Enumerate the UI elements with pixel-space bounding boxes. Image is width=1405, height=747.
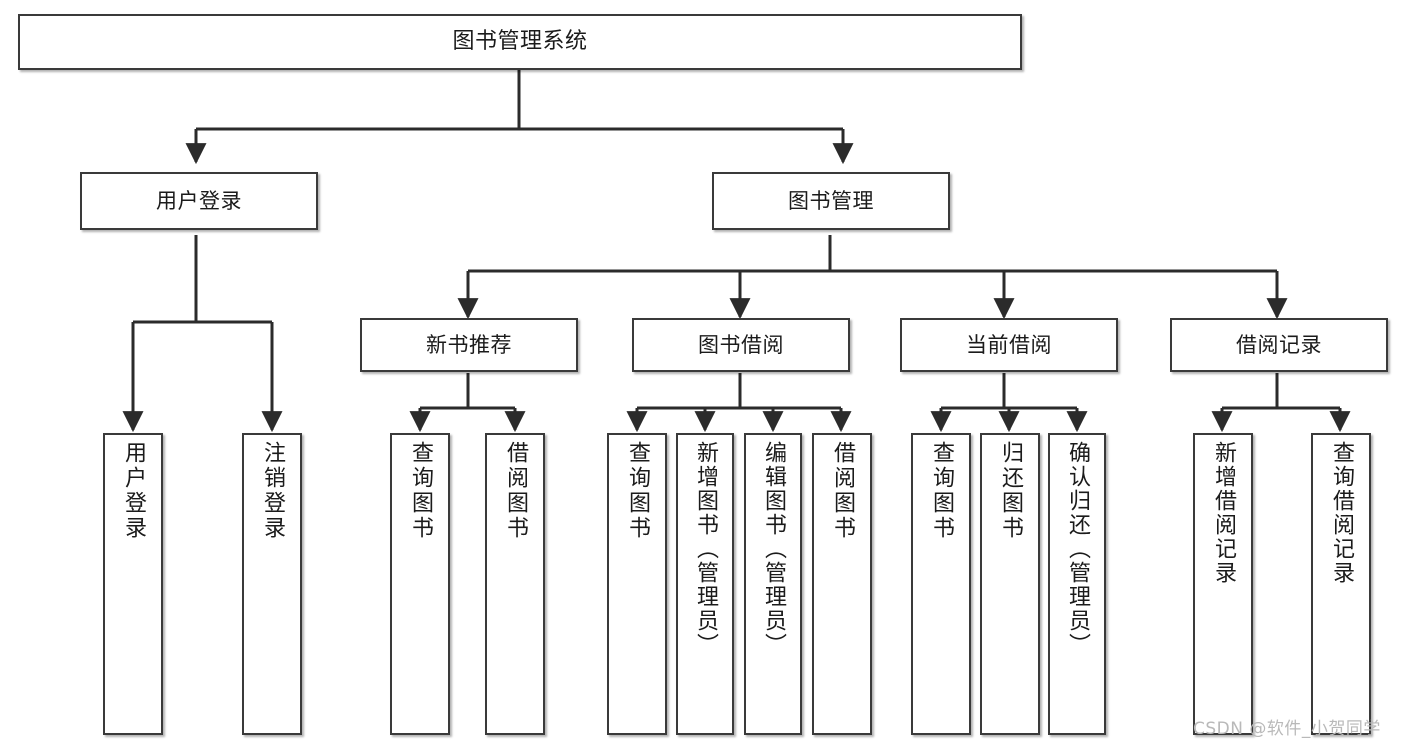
node-book-borrow[interactable]: 图书借阅 (632, 318, 850, 372)
node-new-book-rec[interactable]: 新书推荐 (360, 318, 578, 372)
node-leaf-query-book-1-label: 查询图书 (408, 441, 433, 541)
node-book-manage[interactable]: 图书管理 (712, 172, 950, 230)
node-leaf-query-book-3[interactable]: 查询图书 (911, 433, 971, 735)
node-leaf-add-record[interactable]: 新增借阅记录 (1193, 433, 1253, 735)
node-leaf-borrow-book-1-label: 借阅图书 (503, 441, 528, 541)
node-book-borrow-label: 图书借阅 (698, 332, 784, 357)
node-leaf-add-book[interactable]: 新增图书（管理员） (676, 433, 734, 735)
node-leaf-query-book-2-label: 查询图书 (625, 441, 650, 541)
node-leaf-return-book[interactable]: 归还图书 (980, 433, 1040, 735)
node-root[interactable]: 图书管理系统 (18, 14, 1022, 70)
node-leaf-query-record-label: 查询借阅记录 (1329, 441, 1354, 585)
node-current-borrow-label: 当前借阅 (966, 332, 1052, 357)
node-leaf-return-book-label: 归还图书 (998, 441, 1023, 541)
node-leaf-confirm-return-label: 确认归还（管理员） (1065, 441, 1090, 657)
node-borrow-record-label: 借阅记录 (1236, 332, 1322, 357)
node-leaf-logout-label: 注销登录 (260, 441, 285, 541)
node-leaf-logout[interactable]: 注销登录 (242, 433, 302, 735)
node-leaf-query-record[interactable]: 查询借阅记录 (1311, 433, 1371, 735)
node-borrow-record[interactable]: 借阅记录 (1170, 318, 1388, 372)
node-new-book-rec-label: 新书推荐 (426, 332, 512, 357)
node-book-manage-label: 图书管理 (788, 188, 874, 213)
node-leaf-query-book-1[interactable]: 查询图书 (390, 433, 450, 735)
node-leaf-edit-book[interactable]: 编辑图书（管理员） (744, 433, 802, 735)
node-leaf-borrow-book-1[interactable]: 借阅图书 (485, 433, 545, 735)
node-leaf-user-login[interactable]: 用户登录 (103, 433, 163, 735)
node-user-login[interactable]: 用户登录 (80, 172, 318, 230)
node-leaf-add-record-label: 新增借阅记录 (1211, 441, 1236, 585)
node-root-label: 图书管理系统 (452, 29, 588, 55)
node-leaf-add-book-label: 新增图书（管理员） (693, 441, 718, 657)
node-leaf-borrow-book-2-label: 借阅图书 (830, 441, 855, 541)
node-leaf-confirm-return[interactable]: 确认归还（管理员） (1048, 433, 1106, 735)
node-leaf-borrow-book-2[interactable]: 借阅图书 (812, 433, 872, 735)
node-leaf-edit-book-label: 编辑图书（管理员） (761, 441, 786, 657)
node-leaf-user-login-label: 用户登录 (121, 441, 146, 541)
node-user-login-label: 用户登录 (156, 188, 242, 213)
node-leaf-query-book-2[interactable]: 查询图书 (607, 433, 667, 735)
node-leaf-query-book-3-label: 查询图书 (929, 441, 954, 541)
watermark-text: CSDN @软件_小贺同学 (1193, 719, 1381, 739)
node-current-borrow[interactable]: 当前借阅 (900, 318, 1118, 372)
